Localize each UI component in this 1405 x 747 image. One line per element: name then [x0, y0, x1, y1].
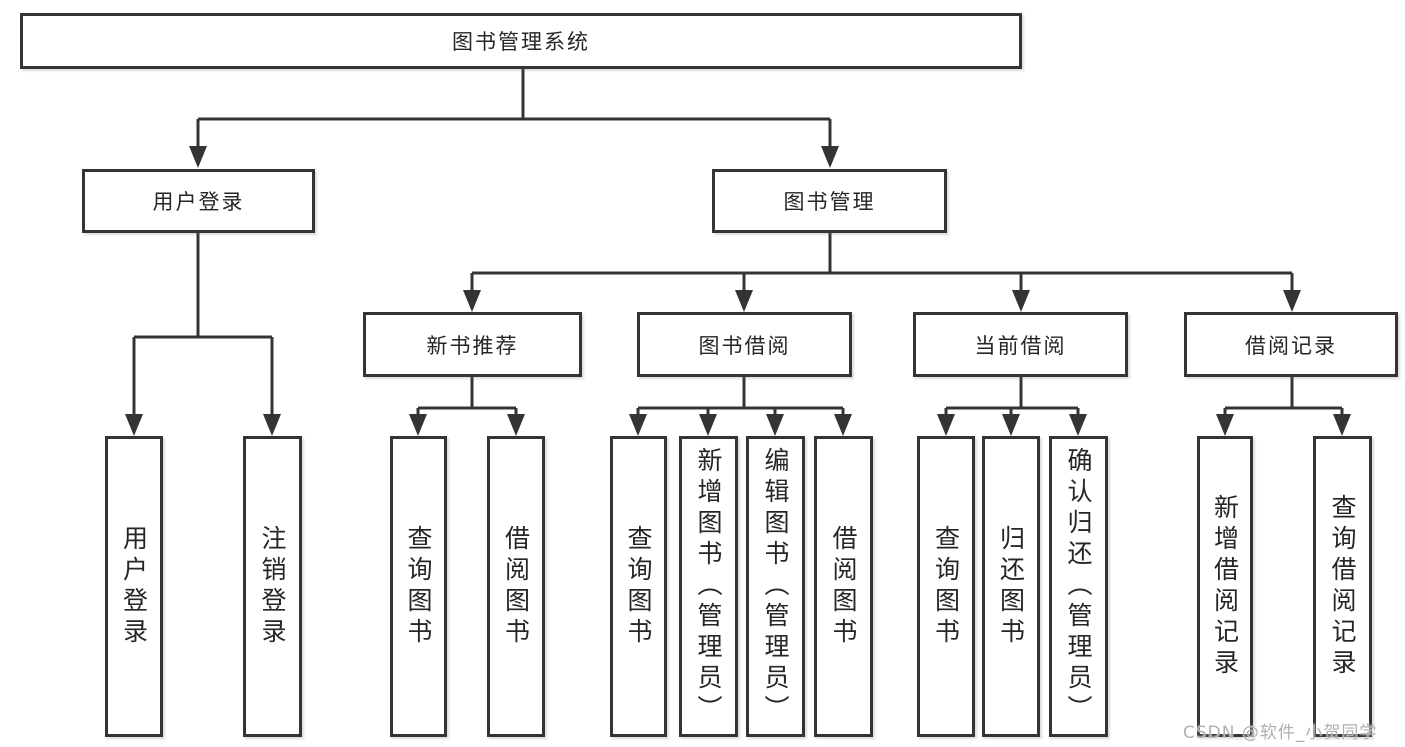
leaf-add-book-admin: 新增图书（管理员）	[679, 436, 738, 737]
node-current-borrowing-label: 当前借阅	[974, 333, 1067, 358]
leaf-borrow-books-recommend: 借阅图书	[487, 436, 545, 737]
leaf-query-borrow-record: 查询借阅记录	[1313, 436, 1372, 737]
leaf-query-books-recommend-label: 查询图书	[404, 524, 433, 649]
node-book-management-label: 图书管理	[783, 190, 876, 214]
node-borrowing-records-label: 借阅记录	[1245, 333, 1337, 358]
node-root-label: 图书管理系统	[452, 30, 590, 54]
node-book-borrowing-label: 图书借阅	[698, 333, 791, 358]
leaf-add-borrow-record-label: 新增借阅记录	[1210, 493, 1240, 680]
node-new-book-recommend: 新书推荐	[363, 312, 582, 377]
node-root: 图书管理系统	[20, 13, 1022, 69]
node-borrowing-records: 借阅记录	[1184, 312, 1398, 377]
leaf-borrow-books-recommend-label: 借阅图书	[501, 524, 531, 649]
node-book-borrowing: 图书借阅	[637, 312, 852, 377]
leaf-confirm-return-admin-label: 确认归还（管理员）	[1064, 447, 1093, 726]
leaf-query-books-borrowing: 查询图书	[610, 436, 667, 737]
arrowheads	[125, 146, 1351, 436]
node-book-management: 图书管理	[712, 169, 947, 233]
leaf-query-books-recommend: 查询图书	[390, 436, 447, 737]
leaf-query-books-current: 查询图书	[917, 436, 975, 737]
leaf-edit-book-admin: 编辑图书（管理员）	[746, 436, 805, 737]
leaf-edit-book-admin-label: 编辑图书（管理员）	[761, 447, 790, 726]
leaf-add-borrow-record: 新增借阅记录	[1197, 436, 1253, 737]
leaf-borrow-books-2: 借阅图书	[814, 436, 873, 737]
leaf-user-login: 用户登录	[105, 436, 163, 737]
node-user-login: 用户登录	[82, 169, 315, 233]
node-user-login-label: 用户登录	[152, 190, 245, 214]
leaf-return-book: 归还图书	[982, 436, 1040, 737]
csdn-watermark: CSDN @软件_小贺同学	[1183, 723, 1378, 743]
leaf-borrow-books-2-label: 借阅图书	[829, 524, 858, 649]
leaf-query-books-borrowing-label: 查询图书	[624, 524, 653, 649]
leaf-add-book-admin-label: 新增图书（管理员）	[694, 447, 723, 726]
leaf-return-book-label: 归还图书	[996, 524, 1026, 649]
leaf-logout-label: 注销登录	[258, 524, 287, 649]
leaf-logout: 注销登录	[243, 436, 302, 737]
leaf-user-login-label: 用户登录	[119, 524, 149, 649]
leaf-query-borrow-record-label: 查询借阅记录	[1328, 493, 1357, 680]
node-current-borrowing: 当前借阅	[913, 312, 1128, 377]
node-new-book-recommend-label: 新书推荐	[426, 333, 519, 358]
leaf-confirm-return-admin: 确认归还（管理员）	[1049, 436, 1108, 737]
leaf-query-books-current-label: 查询图书	[931, 524, 961, 649]
